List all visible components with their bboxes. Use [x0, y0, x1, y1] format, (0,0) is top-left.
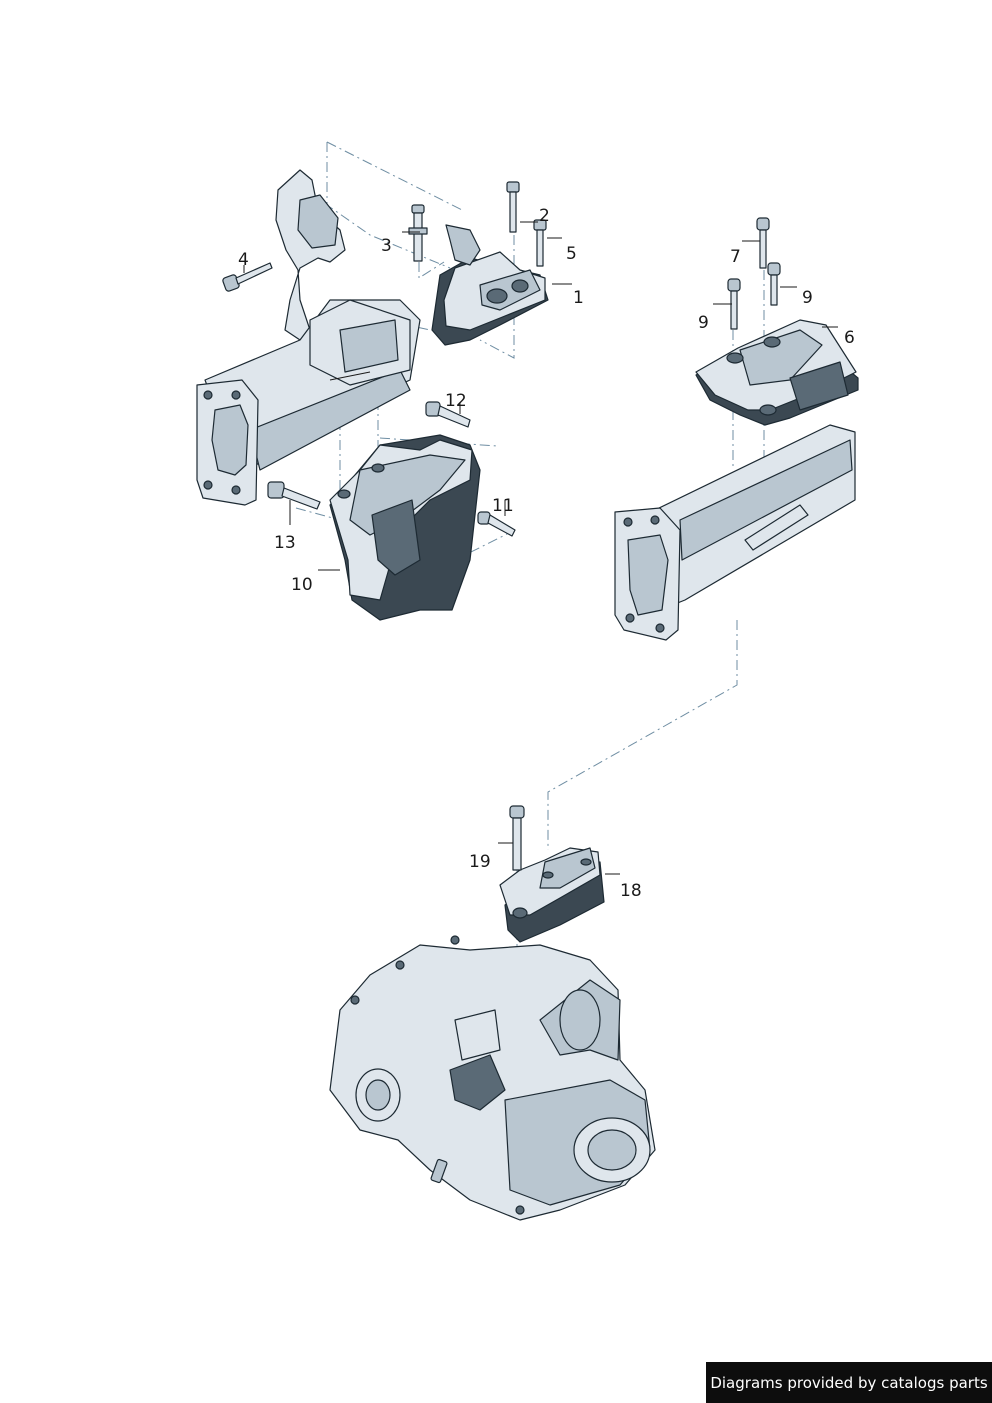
callout-7: 7: [730, 247, 741, 267]
callout-3: 3: [381, 236, 392, 256]
callout-labels: 1 2 3 4 5 6 7 9 9 10 11 12 13 18 19: [238, 206, 855, 901]
bolt-19: [509, 805, 525, 871]
bolt-9-right: [767, 262, 781, 306]
callout-2: 2: [539, 206, 550, 226]
credit-banner: Diagrams provided by catalogs parts: [706, 1362, 992, 1403]
callout-10: 10: [291, 575, 313, 595]
callout-5: 5: [566, 244, 577, 264]
callout-12: 12: [445, 391, 467, 411]
callout-9-left: 9: [698, 313, 709, 333]
bolt-11: [477, 511, 516, 537]
callout-19: 19: [469, 852, 491, 872]
engine-mount-upper: [431, 224, 549, 346]
callout-13: 13: [274, 533, 296, 553]
transmission-housing: [329, 935, 656, 1221]
bolt-7: [756, 217, 770, 269]
bolt-2: [506, 181, 520, 233]
credit-text: Diagrams provided by catalogs parts: [710, 1373, 988, 1392]
callout-18: 18: [620, 881, 642, 901]
callout-6: 6: [844, 328, 855, 348]
bolt-4: [222, 262, 273, 292]
bolt-9-left: [727, 278, 741, 330]
transmission-bracket: [499, 847, 605, 943]
gearbox-mount: [695, 319, 859, 426]
callout-1: 1: [573, 288, 584, 308]
callout-9-right: 9: [802, 288, 813, 308]
right-frame-rail: [614, 424, 856, 641]
left-frame-rail: [196, 169, 421, 506]
bolt-5: [533, 219, 547, 267]
bolt-12: [425, 401, 471, 428]
bolt-13: [267, 481, 321, 510]
callout-11: 11: [492, 496, 514, 516]
leader-lines: [243, 221, 838, 875]
bolt-3: [408, 204, 428, 262]
callout-4: 4: [238, 250, 249, 270]
support-bracket: [329, 434, 481, 621]
